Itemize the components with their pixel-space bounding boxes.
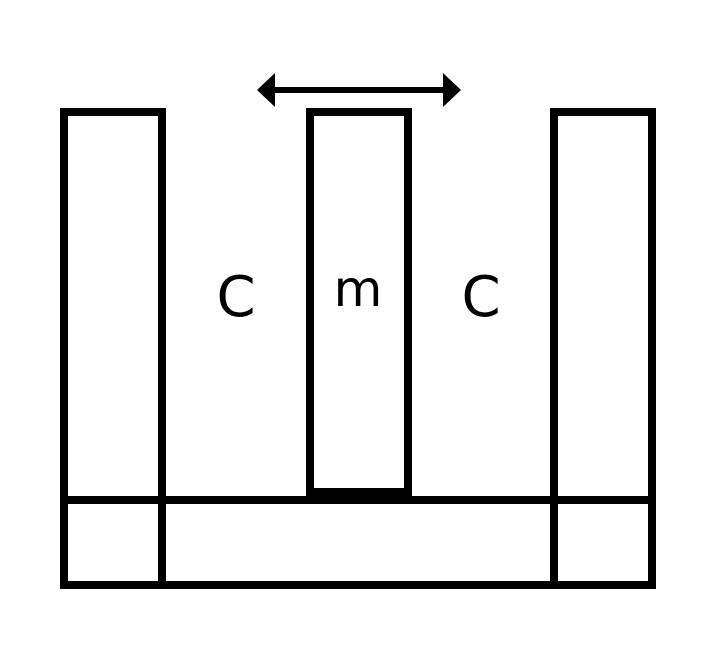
right-gap-label: C [461,265,500,330]
left-gap-label: C [216,265,255,330]
left-fixed-plate [60,108,166,589]
motion-arrow-left-head [257,73,275,107]
mass-label: m [334,260,383,318]
base-substrate [60,496,656,589]
right-fixed-plate [550,108,656,589]
motion-arrow [257,73,461,107]
mass-anchor [306,488,412,498]
motion-arrow-right-head [443,73,461,107]
